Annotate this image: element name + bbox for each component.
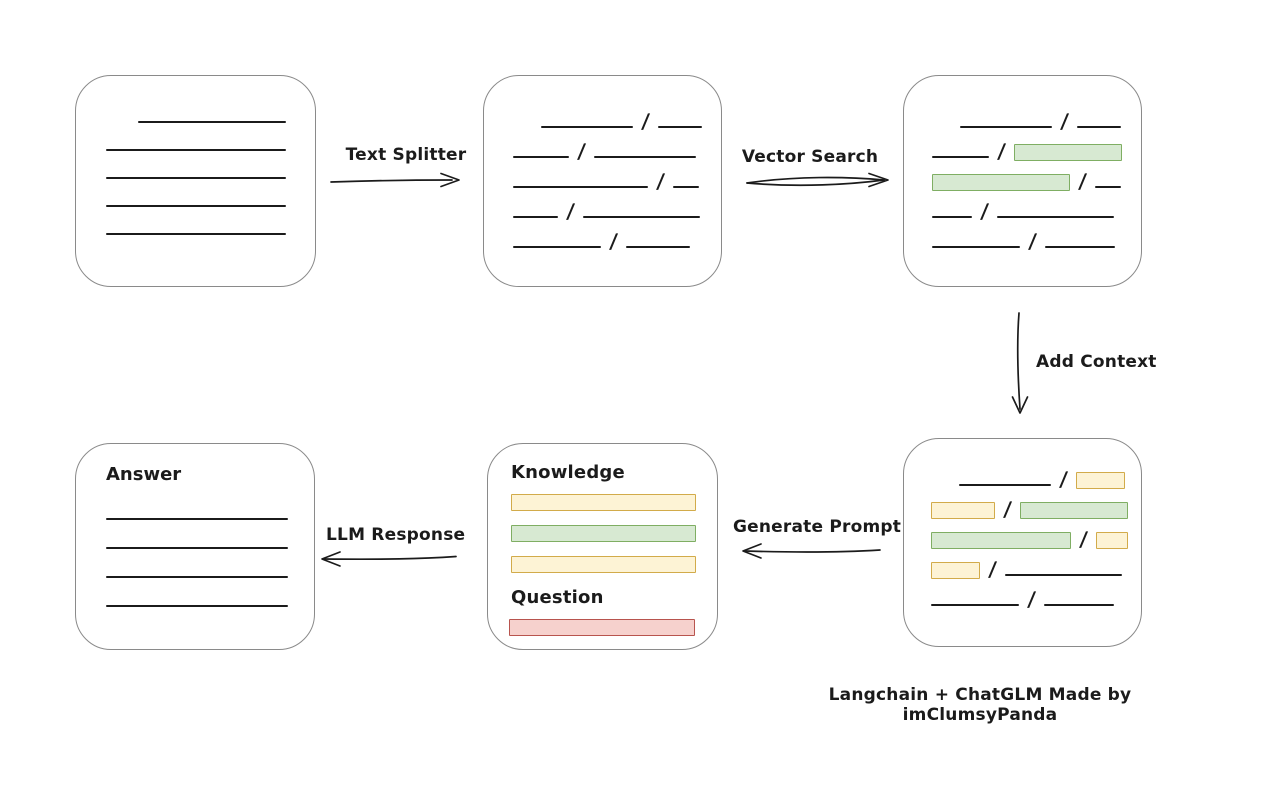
chunk-row: /	[932, 158, 1141, 193]
yellow-knowledge-bar	[511, 494, 696, 511]
node-answer: Answer	[75, 443, 315, 650]
generate-prompt-label: Generate Prompt	[733, 517, 902, 537]
text-line	[931, 604, 1019, 606]
text-line	[138, 121, 286, 123]
text-line	[513, 246, 601, 248]
text-splitter-arrow	[330, 172, 460, 188]
text-line	[106, 605, 288, 607]
text-line	[106, 177, 286, 179]
llm-response-arrow	[321, 551, 457, 567]
llm-response-label: LLM Response	[326, 525, 466, 545]
chunk-row: /	[932, 128, 1141, 163]
text-line	[513, 186, 648, 188]
text-line	[541, 126, 633, 128]
chunk-row: /	[513, 128, 721, 163]
text-line	[1005, 574, 1123, 576]
document-text-lines	[76, 76, 315, 235]
chunk-row: /	[931, 456, 1141, 491]
yellow-knowledge-bar	[511, 556, 696, 573]
chunk-row: /	[932, 218, 1141, 253]
add-context-arrow	[1011, 312, 1029, 414]
chunk-row: /	[513, 188, 721, 223]
green-chunk	[1020, 502, 1129, 519]
yellow-chunk	[1096, 532, 1129, 549]
chunk-rows: /////	[484, 76, 721, 253]
green-chunk	[932, 174, 1070, 191]
chunk-row: /	[931, 546, 1141, 581]
question-bar	[509, 619, 695, 636]
answer-text-lines	[76, 444, 314, 607]
chunk-separator: /	[1027, 229, 1038, 253]
add-context-label: Add Context	[1036, 352, 1157, 372]
text-line	[106, 205, 286, 207]
text-line	[106, 233, 286, 235]
yellow-chunk	[1076, 472, 1126, 489]
vector-search-label: Vector Search	[741, 147, 879, 167]
knowledge-label: Knowledge	[511, 462, 625, 483]
text-line	[960, 126, 1052, 128]
chunk-row: /	[931, 576, 1141, 611]
yellow-chunk	[931, 562, 980, 579]
text-splitter-label: Text Splitter	[345, 145, 467, 165]
text-line	[513, 156, 569, 158]
text-line	[932, 216, 972, 218]
text-line	[932, 246, 1020, 248]
chunk-row: /	[931, 486, 1141, 521]
credit-text: Langchain + ChatGLM Made by imClumsyPand…	[828, 685, 1132, 725]
green-knowledge-bar	[511, 525, 696, 542]
green-chunk	[1014, 144, 1123, 161]
yellow-chunk	[931, 502, 995, 519]
text-line	[673, 186, 700, 188]
chunk-row: /	[932, 98, 1141, 133]
chunk-separator: /	[608, 229, 619, 253]
text-line	[513, 216, 558, 218]
chunk-row: /	[931, 516, 1141, 551]
text-line	[106, 149, 286, 151]
text-line	[1044, 604, 1115, 606]
green-chunk	[931, 532, 1071, 549]
chunk-row: /	[513, 218, 721, 253]
question-label: Question	[511, 587, 604, 608]
node-vector-matches: /////	[903, 75, 1142, 287]
text-line	[997, 216, 1115, 218]
text-line	[594, 156, 697, 158]
text-line	[1077, 126, 1122, 128]
text-line	[106, 547, 288, 549]
chunk-rows: /////	[904, 439, 1141, 611]
vector-search-arrow	[746, 172, 889, 188]
node-source-document	[75, 75, 316, 287]
generate-prompt-arrow	[742, 543, 881, 559]
chunk-rows: /////	[904, 76, 1141, 253]
chunk-row: /	[513, 98, 721, 133]
text-line	[658, 126, 703, 128]
answer-label: Answer	[106, 464, 182, 485]
prompt-content: Knowledge Question	[488, 444, 717, 636]
text-line	[626, 246, 691, 248]
text-line	[959, 484, 1051, 486]
text-line	[583, 216, 701, 218]
text-line	[106, 518, 288, 520]
node-context-chunks: /////	[903, 438, 1142, 647]
node-split-chunks: /////	[483, 75, 722, 287]
chunk-row: /	[932, 188, 1141, 223]
chunk-separator: /	[1026, 587, 1037, 611]
knowledge-bars	[511, 494, 717, 573]
node-prompt: Knowledge Question	[487, 443, 718, 650]
text-line	[1095, 186, 1122, 188]
chunk-row: /	[513, 158, 721, 193]
text-line	[106, 576, 288, 578]
text-line	[1045, 246, 1116, 248]
text-line	[932, 156, 989, 158]
